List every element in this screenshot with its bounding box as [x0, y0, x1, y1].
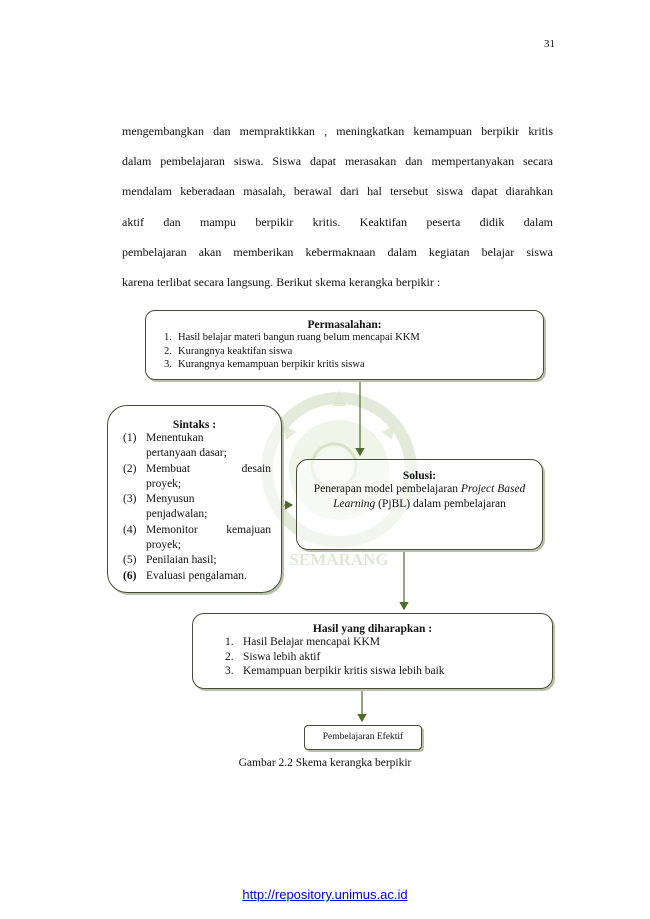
expected-results-box: Hasil yang diharapkan : 1.Hasil Belajar …: [192, 613, 553, 689]
list-item: (5)Penilaian hasil;: [123, 554, 217, 567]
solution-title: Solusi:: [402, 470, 437, 482]
problem-title: Permasalahan:: [307, 319, 382, 331]
list-item: 1.Hasil Belajar mencapai KKM: [225, 636, 380, 648]
paragraph-line: mendalam keberadaan masalah, berawal dar…: [122, 184, 553, 199]
list-item: 1.Hasil belajar materi bangun ruang belu…: [164, 332, 420, 343]
page-number: 31: [544, 38, 555, 50]
figure-caption: Gambar 2.2 Skema kerangka berpikir: [238, 757, 412, 769]
paragraph-line: aktif dan mampu berpikir kritis. Keaktif…: [122, 214, 553, 229]
list-item: 2.Kurangnya keaktifan siswa: [164, 345, 293, 357]
list-item: (6)Evaluasi pengalaman.: [123, 569, 247, 582]
problem-list: 1.Hasil belajar materi bangun ruang belu…: [164, 331, 543, 372]
paragraph-line: pembelajaran akan memberikan kebermaknaa…: [122, 244, 553, 259]
paragraph-line: mengembangkan dan mempraktikkan , mening…: [122, 124, 553, 138]
list-item: 2.Siswa lebih aktif: [225, 650, 321, 663]
problem-box: Permasalahan: 1.Hasil belajar materi ban…: [145, 310, 544, 380]
repository-link[interactable]: http://repository.unimus.ac.id: [242, 887, 408, 902]
syntax-title: Sintaks :: [172, 419, 217, 431]
expected-list: 1.Hasil Belajar mencapai KKM 2.Siswa leb…: [225, 635, 552, 679]
expected-title: Hasil yang diharapkan :: [312, 623, 433, 635]
list-item: 3.Kurangnya kemampuan berpikir kritis si…: [164, 359, 365, 370]
solution-text: Penerapan model pembelajaran Project Bas…: [313, 483, 526, 510]
effective-learning-box: Pembelajaran Efektif: [304, 725, 422, 750]
watermark-text: SEMARANG: [289, 550, 388, 569]
solution-box: Solusi: Penerapan model pembelajaran Pro…: [296, 459, 543, 550]
paragraph-line: karena terlibat secara langsung. Berikut…: [122, 274, 441, 289]
body-paragraph: mengembangkan dan mempraktikkan , mening…: [122, 122, 553, 303]
paragraph-line: dalam pembelajaran siswa. Siswa dapat me…: [122, 154, 553, 169]
list-item: 3.Kemampuan berpikir kritis siswa lebih …: [225, 665, 445, 677]
